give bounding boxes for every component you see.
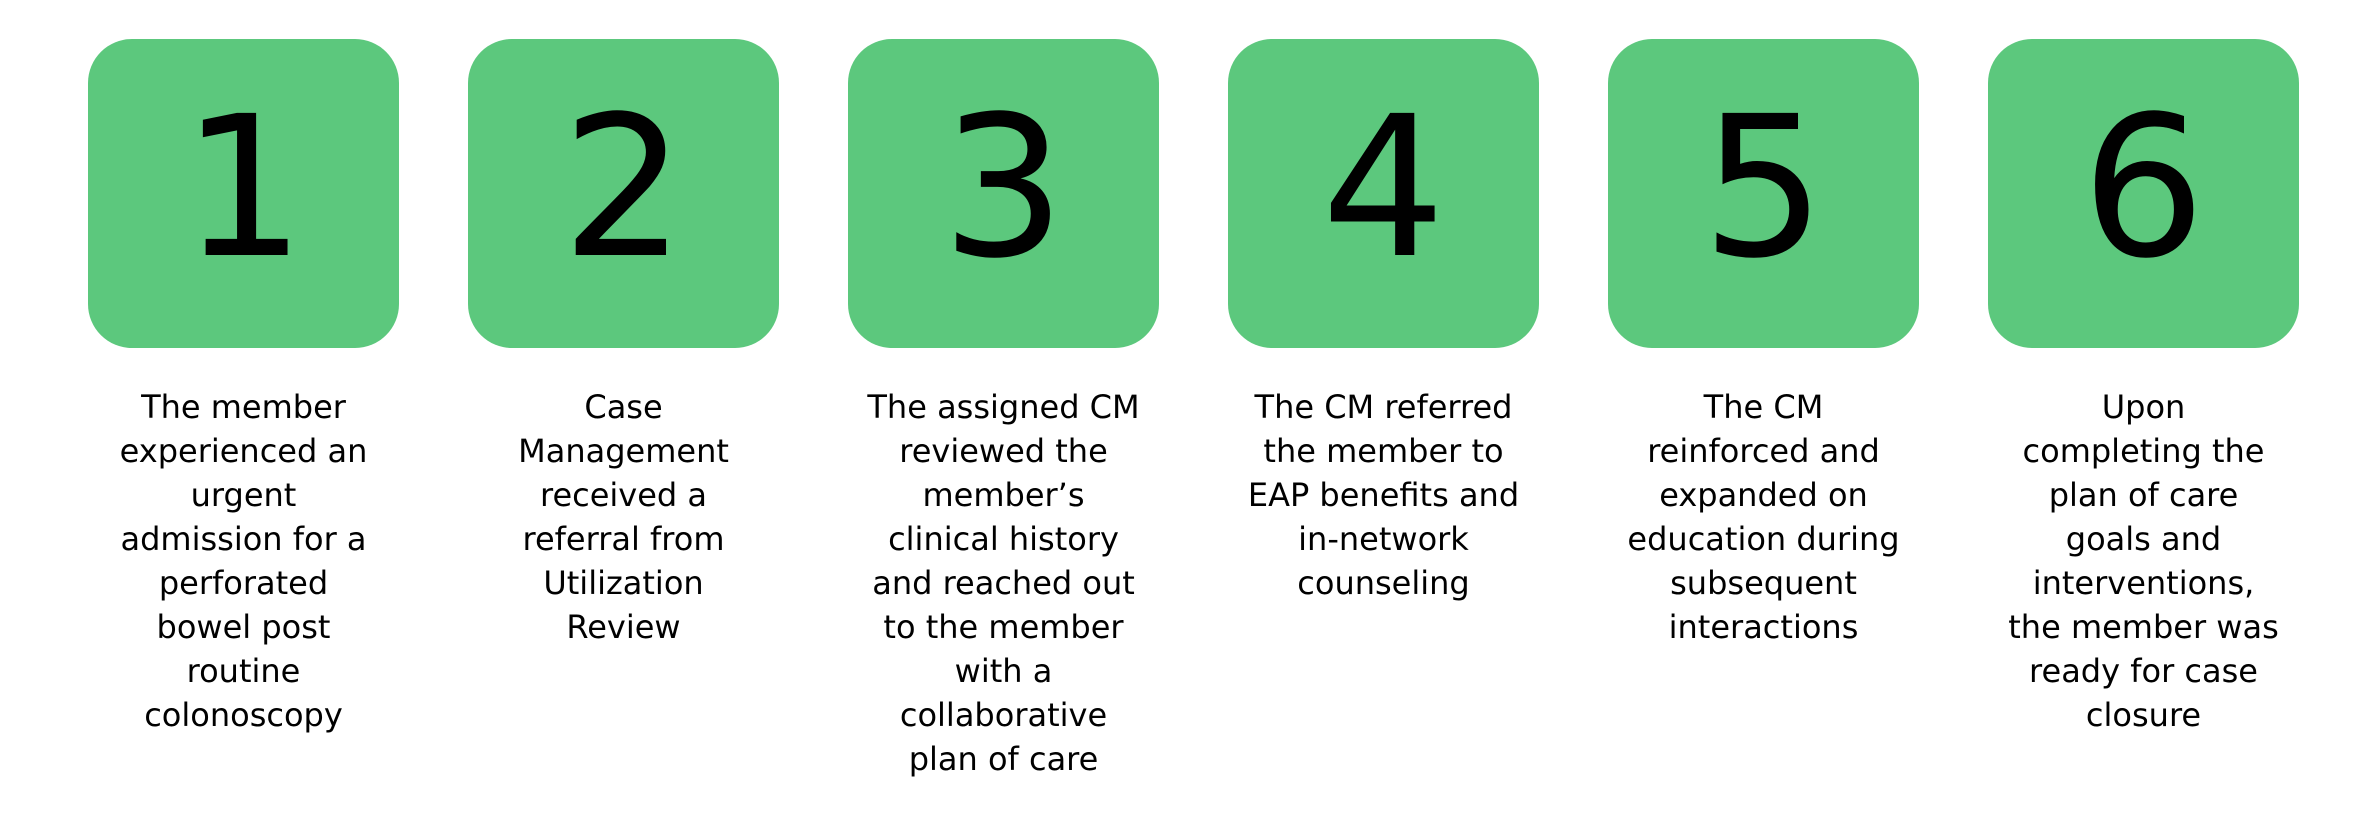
step-5: 5 The CM reinforced and expanded on educ… (1608, 39, 1919, 781)
step-1-caption: The member experienced an urgent admissi… (119, 388, 368, 734)
step-3: 3 The assigned CM reviewed the member’s … (848, 39, 1159, 781)
step-4-badge: 4 (1228, 39, 1539, 348)
step-5-caption: The CM reinforced and expanded on educat… (1627, 388, 1900, 646)
step-4-caption: The CM referred the member to EAP benefi… (1247, 388, 1520, 602)
step-3-badge: 3 (848, 39, 1159, 348)
step-2-badge: 2 (468, 39, 779, 348)
step-5-number: 5 (1701, 74, 1826, 301)
step-6-badge: 6 (1988, 39, 2299, 348)
process-steps-diagram: 1 The member experienced an urgent admis… (88, 39, 2299, 781)
step-1-badge: 1 (88, 39, 399, 348)
step-4: 4 The CM referred the member to EAP bene… (1228, 39, 1539, 781)
step-5-badge: 5 (1608, 39, 1919, 348)
step-6-caption: Upon completing the plan of care goals a… (2008, 388, 2279, 734)
step-2-caption: Case Management received a referral from… (518, 388, 729, 646)
step-1-number: 1 (181, 74, 306, 301)
step-6-number: 6 (2081, 74, 2206, 301)
step-1: 1 The member experienced an urgent admis… (88, 39, 399, 781)
step-6: 6 Upon completing the plan of care goals… (1988, 39, 2299, 781)
step-3-caption: The assigned CM reviewed the member’s cl… (867, 388, 1140, 778)
step-2: 2 Case Management received a referral fr… (468, 39, 779, 781)
step-4-number: 4 (1321, 74, 1446, 301)
step-3-number: 3 (941, 74, 1066, 301)
step-2-number: 2 (561, 74, 686, 301)
